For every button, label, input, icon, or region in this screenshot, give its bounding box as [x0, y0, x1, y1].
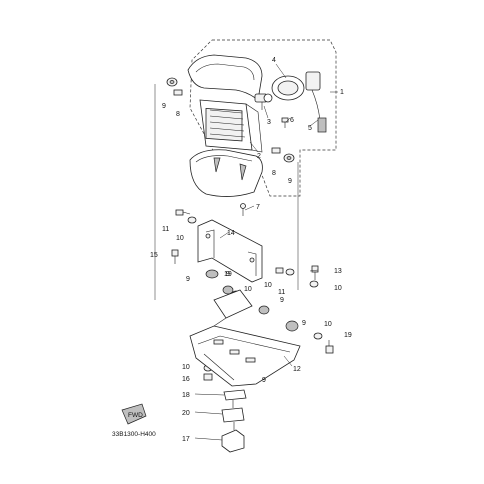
- callout-14: 14: [227, 230, 235, 237]
- callout-20: 20: [182, 410, 190, 417]
- callout-9-a: 9: [162, 103, 166, 110]
- headlight-visor: [187, 54, 263, 101]
- callout-9-g: 9: [262, 377, 266, 384]
- callout-17: 17: [182, 436, 190, 443]
- callout-4: 4: [272, 57, 276, 64]
- washer-10-a[interactable]: [187, 216, 197, 224]
- callout-8-b: 8: [272, 170, 276, 177]
- bolt-11-upper[interactable]: [175, 209, 191, 216]
- callout-15: 15: [150, 252, 158, 259]
- headlight-bracket[interactable]: [189, 289, 301, 387]
- bolt-15[interactable]: [171, 249, 179, 264]
- callout-11-b: 11: [278, 289, 285, 296]
- callout-1: 1: [340, 89, 344, 96]
- callout-16: 16: [182, 376, 190, 383]
- callout-10-c: 10: [244, 286, 252, 293]
- small-screw[interactable]: [281, 117, 289, 128]
- callout-11-a: 11: [162, 226, 169, 233]
- socket-cord[interactable]: [305, 71, 327, 133]
- stay-17[interactable]: [221, 422, 245, 453]
- damper-9-lower-b[interactable]: [222, 285, 234, 295]
- nut-16[interactable]: [203, 373, 213, 381]
- washer-10-b[interactable]: [285, 268, 295, 276]
- callout-10-e: 10: [324, 321, 332, 328]
- headlight-case: [189, 149, 263, 197]
- bolt-11-lower[interactable]: [275, 267, 284, 274]
- callout-9-b: 9: [288, 178, 292, 185]
- headlight-unit[interactable]: [199, 99, 263, 153]
- washer-10-e[interactable]: [313, 332, 323, 340]
- callout-2: 2: [257, 153, 261, 160]
- callout-7: 7: [256, 204, 260, 211]
- drawing-code: 33B1300-H400: [112, 431, 156, 438]
- callout-10-f: 10: [182, 364, 190, 371]
- bolt-19-right[interactable]: [325, 340, 334, 354]
- callout-9-c: 9: [186, 276, 190, 283]
- callout-10-b: 10: [264, 282, 272, 289]
- lens-pattern: [209, 109, 246, 138]
- callout-19-a: 19: [224, 271, 232, 278]
- callout-13: 13: [334, 268, 342, 275]
- damper-left-upper[interactable]: [166, 77, 178, 87]
- callout-8-a: 8: [176, 111, 180, 118]
- bolt-13[interactable]: [311, 265, 319, 280]
- callout-19-b: 19: [344, 332, 352, 339]
- leader-lines: [194, 63, 338, 441]
- screw-7[interactable]: [240, 203, 246, 217]
- callout-12: 12: [293, 366, 301, 373]
- bulb[interactable]: [254, 93, 273, 110]
- callout-3: 3: [267, 119, 271, 126]
- alignment-lines: [154, 84, 299, 300]
- fwd-mark: FWD: [128, 412, 143, 419]
- collar-right[interactable]: [271, 147, 281, 154]
- collar-20[interactable]: [221, 400, 245, 423]
- bulb-cover[interactable]: [271, 75, 305, 101]
- fwd-arrow-icon: FWD: [121, 403, 147, 425]
- damper-9-lower-a[interactable]: [205, 269, 219, 279]
- callout-9-d: 9: [280, 297, 284, 304]
- callout-10-d: 10: [334, 285, 342, 292]
- callout-9-e: 9: [226, 271, 230, 278]
- damper-right[interactable]: [283, 153, 295, 163]
- callout-6: 6: [290, 117, 294, 124]
- headlight-stay[interactable]: [197, 219, 263, 283]
- damper-9-lower-d[interactable]: [285, 320, 299, 332]
- callout-18: 18: [182, 392, 190, 399]
- headlight-assembly-boundary: [189, 39, 337, 197]
- callout-9-f: 9: [302, 320, 306, 327]
- collar-left-upper[interactable]: [173, 89, 183, 96]
- callout-labels: 1 2 3 4 5 6 7 8 8 9 9 9 9 9 9 9 10 10 10…: [150, 57, 352, 443]
- callout-5: 5: [308, 125, 312, 132]
- callout-10-a: 10: [176, 235, 184, 242]
- damper-9-lower-c[interactable]: [258, 305, 270, 315]
- washer-10-d[interactable]: [309, 280, 319, 288]
- plate-18[interactable]: [223, 389, 247, 401]
